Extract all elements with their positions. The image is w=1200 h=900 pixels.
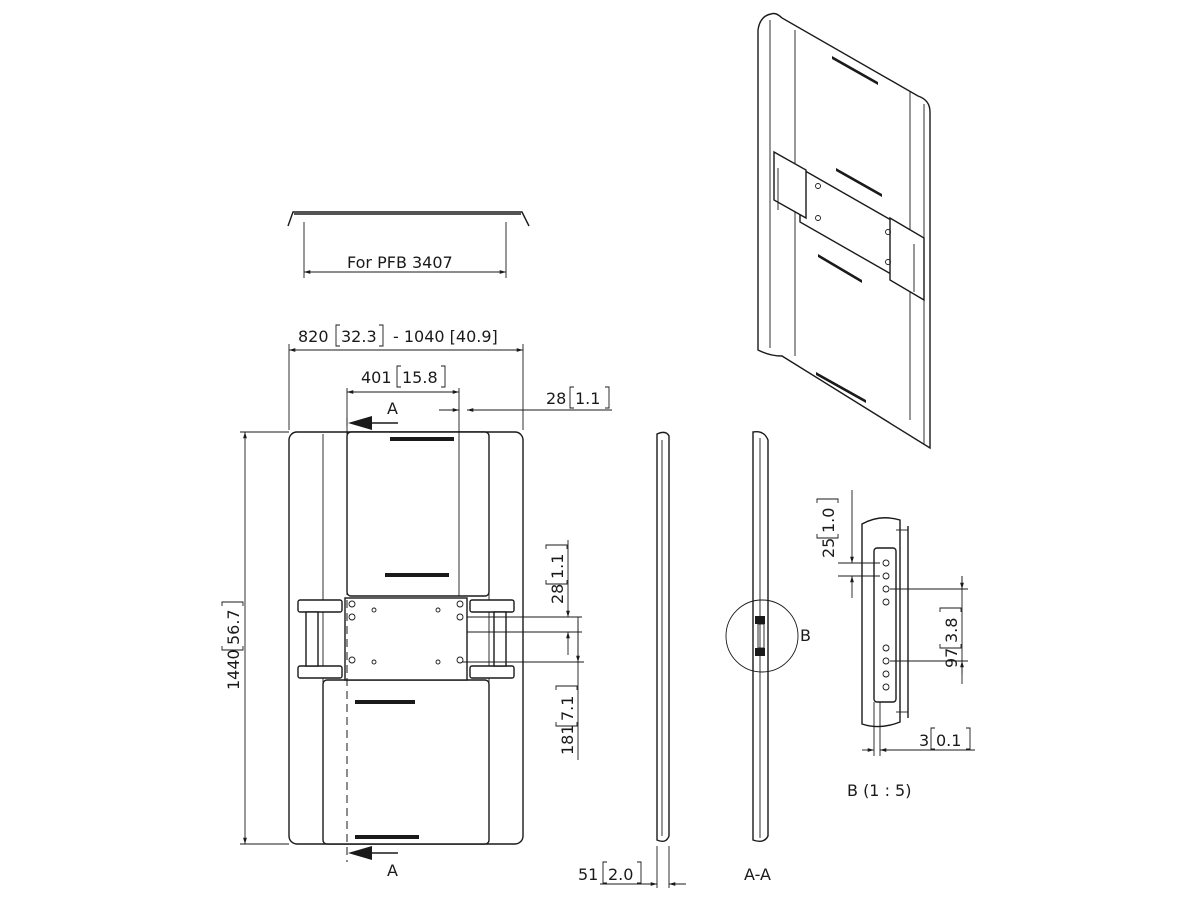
detail-pitch-dim-mm: 97 bbox=[942, 648, 961, 668]
width-dim-mm: 820 bbox=[298, 327, 329, 346]
top-view: For PFB 3407 bbox=[287, 211, 530, 278]
depth-dim-in: 2.0 bbox=[608, 865, 633, 884]
side-view: 51 2.0 bbox=[578, 431, 686, 888]
section-label: A-A bbox=[744, 865, 771, 884]
detail-marker: B bbox=[800, 626, 811, 645]
detail-gap-dim-mm: 3 bbox=[919, 731, 929, 750]
width-dim-in: 32.3 bbox=[341, 327, 377, 346]
detail-label: B (1 : 5) bbox=[847, 781, 911, 800]
front-view: A A 820 32.3 - 1040 [40.9] 401 15.8 28 1… bbox=[221, 324, 612, 880]
bracket-gap-dim-in: 1.1 bbox=[548, 554, 567, 579]
lower-dim-mm: 181 bbox=[558, 724, 577, 755]
detail-top-dim-in: 1.0 bbox=[819, 508, 838, 533]
detail-view: 25 1.0 97 3.8 3 0.1 B (1 : 5) bbox=[816, 490, 975, 800]
section-mark-bottom: A bbox=[387, 861, 398, 880]
top-view-label: For PFB 3407 bbox=[347, 253, 453, 272]
height-dim-in: 56.7 bbox=[224, 609, 243, 645]
depth-dim-mm: 51 bbox=[578, 865, 598, 884]
section-view: B A-A bbox=[725, 430, 811, 884]
svg-text:820: 820 bbox=[298, 327, 329, 346]
height-dim-mm: 1440 bbox=[224, 649, 243, 690]
detail-gap-dim-in: 0.1 bbox=[936, 731, 961, 750]
isometric-view bbox=[757, 12, 931, 450]
bracket-plate bbox=[344, 597, 468, 681]
offset-dim-mm: 28 bbox=[546, 389, 566, 408]
lower-dim-in: 7.1 bbox=[558, 696, 577, 721]
detail-circle bbox=[725, 599, 799, 673]
offset-dim-in: 1.1 bbox=[575, 389, 600, 408]
inner-width-dim-in: 15.8 bbox=[402, 368, 438, 387]
section-mark-top: A bbox=[387, 399, 398, 418]
bracket-gap-dim-mm: 28 bbox=[548, 584, 567, 604]
detail-pitch-dim-in: 3.8 bbox=[942, 618, 961, 643]
detail-top-dim-mm: 25 bbox=[819, 538, 838, 558]
width-dim-range: - 1040 [40.9] bbox=[393, 327, 498, 346]
inner-width-dim-mm: 401 bbox=[361, 368, 392, 387]
